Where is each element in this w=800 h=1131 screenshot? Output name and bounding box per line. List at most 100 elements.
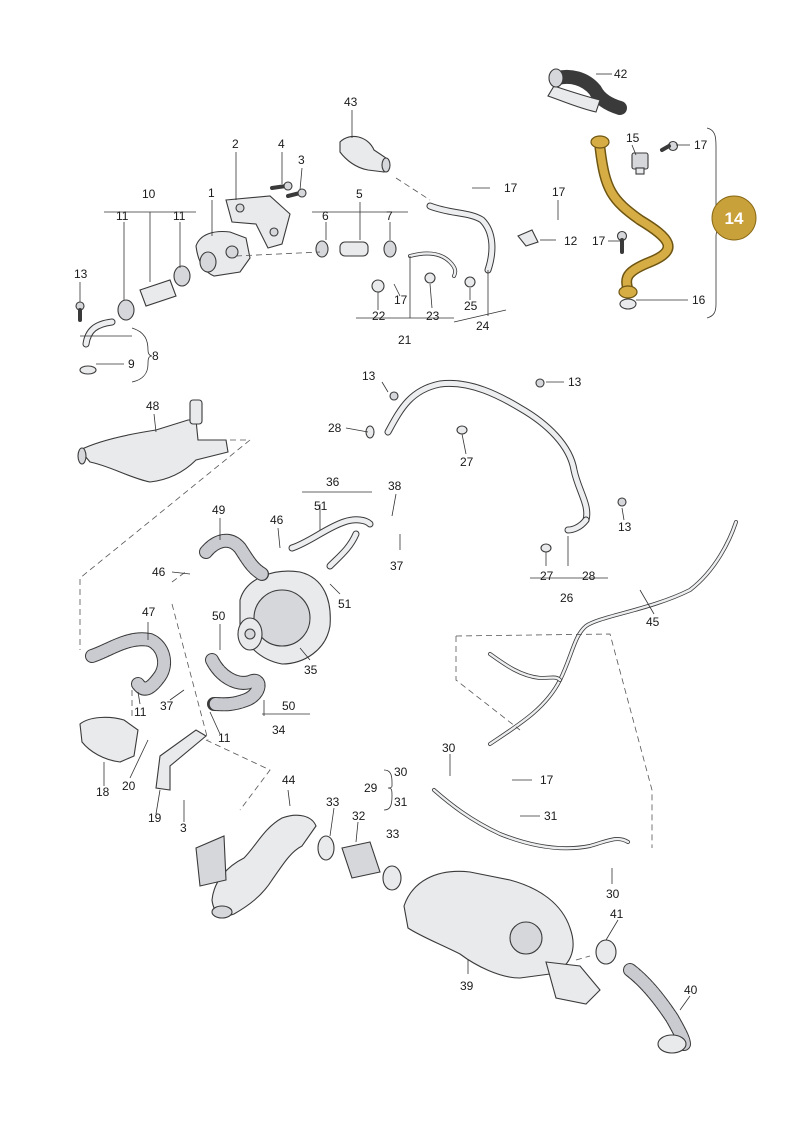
part-17-bolt-top-right [660,140,679,152]
clamps-22-23-25 [371,272,476,293]
callout-8: 8 [152,349,159,363]
callout-40: 40 [684,983,698,997]
callout-17: 17 [540,773,554,787]
part-31-pipe [432,788,630,851]
callout-50: 50 [212,609,226,623]
callout-43: 43 [344,95,358,109]
part-10-hose-assembly [117,265,191,321]
callout-labels: 42 15 17 17 16 43 2 4 3 1 10 11 11 5 6 7… [74,67,708,997]
callout-5: 5 [356,187,363,201]
callout-11: 11 [173,209,186,223]
callout-30: 30 [606,887,620,901]
callout-18: 18 [96,785,110,799]
part-42-hose-elbow [547,68,627,115]
callout-32: 32 [352,809,366,823]
part-2-bracket [225,195,291,249]
callout-39: 39 [460,979,474,993]
seals-27-28 [365,425,552,553]
part-34-hose [205,653,266,712]
callout-24: 24 [476,319,490,333]
callout-3: 3 [180,821,187,835]
callout-38: 38 [388,479,402,493]
part-49-hose [199,533,269,581]
callout-19: 19 [148,811,162,825]
callout-3: 3 [298,153,305,167]
callout-46: 46 [270,513,284,527]
part-5-hose-fittings [315,240,397,258]
part-47-hose [85,632,172,696]
callout-48: 48 [146,399,160,413]
part-33-32-clamps-and-mesh [317,835,402,891]
callout-29: 29 [364,781,378,795]
callout-21: 21 [398,333,412,347]
part-12-clip [517,229,539,247]
callout-46: 46 [152,565,166,579]
callout-17: 17 [504,181,518,195]
callout-11: 11 [218,731,231,745]
highlighted-pipe-part-14[interactable] [590,135,674,299]
callout-26: 26 [560,591,574,605]
callout-30: 30 [394,765,408,779]
dashed-guides [79,177,653,961]
part-41-fitting [595,939,617,965]
callout-22: 22 [372,309,386,323]
part-1-water-pump [195,230,251,277]
part-17-bolt-right-middle [616,230,628,254]
callout-9: 9 [128,357,135,371]
part-18-sensor-housing [79,716,139,763]
callout-17: 17 [592,234,606,248]
callout-2: 2 [232,137,239,151]
callout-11: 11 [134,705,147,719]
callout-37: 37 [160,699,174,713]
callout-45: 45 [646,615,660,629]
badge-label: 14 [725,209,744,228]
callout-44: 44 [282,773,296,787]
part-21-pipe [408,251,458,278]
callout-34: 34 [272,723,286,737]
part-35-alternator [237,570,331,665]
callout-30: 30 [442,741,456,755]
callout-31: 31 [394,795,408,809]
callout-12: 12 [564,234,578,248]
callout-13: 13 [618,520,632,534]
callout-1: 1 [208,186,215,200]
part-19-bracket [155,729,207,791]
callout-23: 23 [426,309,440,323]
part-40-hose [623,963,691,1054]
bolts-13-middle [389,378,627,507]
callout-28: 28 [328,421,342,435]
part-8-elbow-fitting [79,318,116,375]
callout-31: 31 [544,809,558,823]
callout-badge-14[interactable]: 14 [711,195,757,241]
callout-7: 7 [386,209,393,223]
part-36-pipe-assembly [288,516,374,570]
callout-27: 27 [540,569,554,583]
part-48-coolant-housing [77,399,229,483]
part-16-seal [619,298,637,310]
part-26-coolant-pipe [384,379,591,534]
callout-6: 6 [322,209,329,223]
callout-13: 13 [362,369,376,383]
callout-17: 17 [394,293,408,307]
callout-33: 33 [386,827,400,841]
callout-50: 50 [282,699,296,713]
part-43-connector-elbow [339,135,391,173]
callout-41: 41 [610,907,624,921]
callout-16: 16 [692,293,706,307]
part-4-and-3-bolts [270,181,307,198]
callout-51: 51 [338,597,352,611]
callout-15: 15 [626,131,640,145]
part-39-housing [403,870,601,1005]
callout-36: 36 [326,475,340,489]
callout-13: 13 [568,375,582,389]
callout-42: 42 [614,67,628,81]
callout-37: 37 [390,559,404,573]
callout-35: 35 [304,663,318,677]
callout-11: 11 [116,209,129,223]
part-44-coolant-elbow [195,814,317,919]
callout-49: 49 [212,503,226,517]
callout-51: 51 [314,499,328,513]
part-24-pipe [426,202,496,274]
callout-33: 33 [326,795,340,809]
callout-10: 10 [142,187,156,201]
